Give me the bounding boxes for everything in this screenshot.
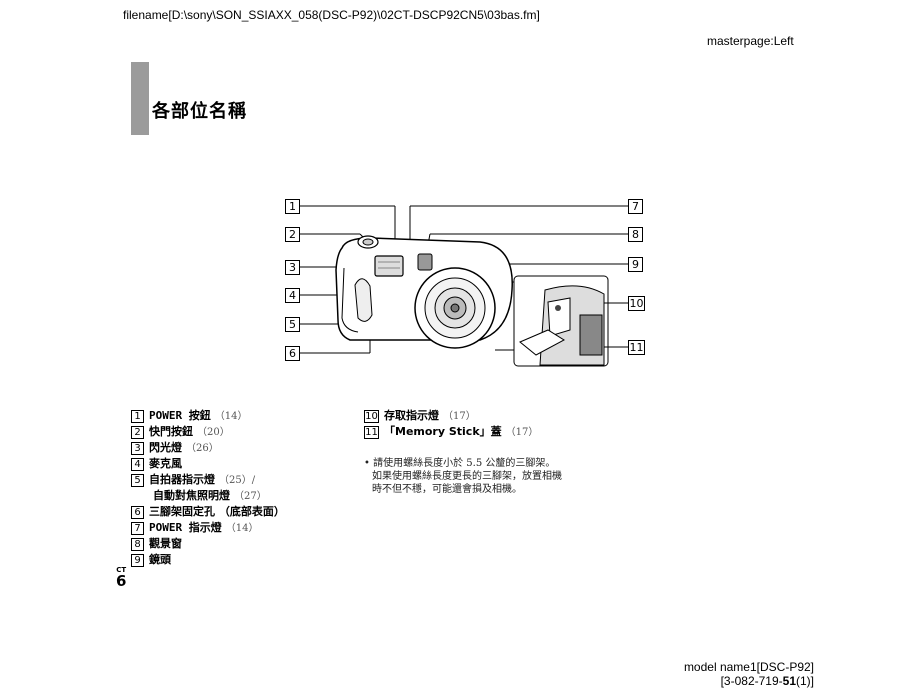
- callout-11: 11: [628, 340, 645, 355]
- callout-7: 7: [628, 199, 643, 214]
- note-line: 時不但不穩，可能還會損及相機。: [372, 484, 522, 495]
- callout-8: 8: [628, 227, 643, 242]
- footer: model name1[DSC-P92] [3-082-719-51(1)]: [684, 660, 814, 688]
- legend-item: 11「Memory Stick」蓋（17）: [364, 425, 539, 439]
- page-marker: CT 6: [116, 567, 126, 589]
- callout-3: 3: [285, 260, 300, 275]
- note-line: 如果使用螺絲長度更長的三腳架，放置相機: [372, 471, 562, 482]
- page-number: 6: [116, 572, 127, 590]
- filename-header: filename[D:\sony\SON_SSIAXX_058(DSC-P92)…: [123, 8, 540, 22]
- note-bullet: •: [364, 458, 370, 469]
- callout-5: 5: [285, 317, 300, 332]
- callout-6: 6: [285, 346, 300, 361]
- section-bar: [131, 62, 149, 135]
- callout-10: 10: [628, 296, 645, 311]
- language-code: CT: [116, 566, 127, 574]
- legend-item-continued: 自動對焦照明燈（27）: [153, 489, 267, 502]
- model-name: model name1[DSC-P92]: [683, 660, 814, 674]
- camera-diagram: [299, 205, 628, 367]
- callout-4: 4: [285, 288, 300, 303]
- note-line: 請使用螺絲長度小於 5.5 公釐的三腳架。: [373, 458, 556, 469]
- page-title: 各部位名稱: [152, 101, 247, 122]
- part-number: [3-082-719-51(1)]: [720, 674, 814, 688]
- tripod-note: • 請使用螺絲長度小於 5.5 公釐的三腳架。 如果使用螺絲長度更長的三腳架，放…: [364, 457, 562, 496]
- masterpage-header: masterpage:Left: [707, 34, 794, 48]
- callout-9: 9: [628, 257, 643, 272]
- callout-1: 1: [285, 199, 300, 214]
- callout-2: 2: [285, 227, 300, 242]
